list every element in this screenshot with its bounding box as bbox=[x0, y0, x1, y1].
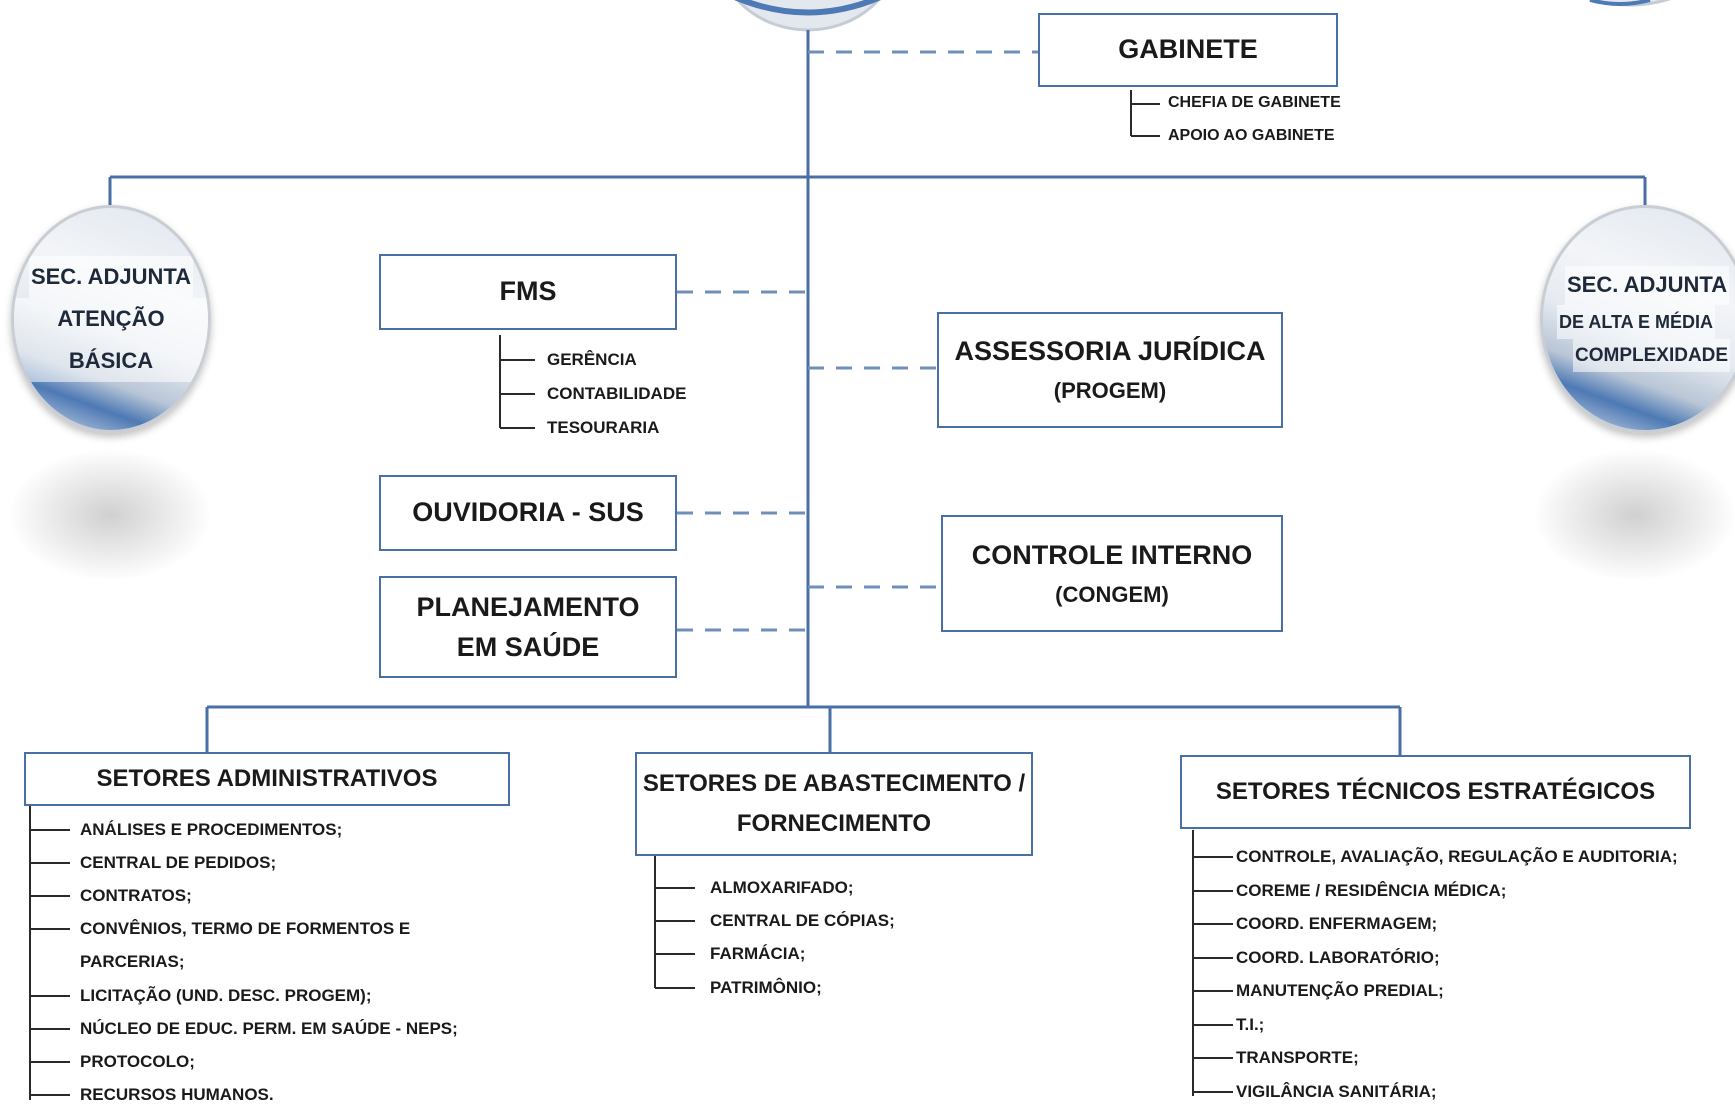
controle-title: CONTROLE INTERNO bbox=[971, 539, 1253, 570]
setores-tec-item-8: VIGILÂNCIA SANITÁRIA; bbox=[1236, 1082, 1437, 1101]
setores-adm-item-7: NÚCLEO DE EDUC. PERM. EM SAÚDE - NEPS; bbox=[80, 1019, 458, 1038]
setores-abast-line2: FORNECIMENTO bbox=[736, 810, 932, 837]
setores-abast-item-2: CENTRAL DE CÓPIAS; bbox=[710, 911, 895, 930]
setores-tec-item-6: T.I.; bbox=[1236, 1015, 1265, 1034]
setores-adm-title: SETORES ADMINISTRATIVOS bbox=[96, 765, 438, 793]
bracket-lines bbox=[29, 90, 1233, 1100]
setores-adm-item-8: PROTOCOLO; bbox=[80, 1052, 195, 1071]
setores-abast-item-1: ALMOXARIFADO; bbox=[710, 878, 854, 897]
setores-abast-box: SETORES DE ABASTECIMENTO / FORNECIMENTO bbox=[635, 752, 1033, 856]
setores-tec-item-7: TRANSPORTE; bbox=[1236, 1048, 1359, 1067]
sec-basica-shadow bbox=[10, 450, 210, 580]
sec-alta-line3: COMPLEXIDADE bbox=[1573, 338, 1731, 372]
setores-tec-item-1: CONTROLE, AVALIAÇÃO, REGULAÇÃO E AUDITOR… bbox=[1236, 847, 1678, 866]
fms-title: FMS bbox=[499, 276, 557, 307]
sec-alta-line1: SEC. ADJUNTA bbox=[1565, 266, 1730, 305]
setores-adm-item-4: CONVÊNIOS, TERMO DE FORMENTOS E bbox=[80, 919, 411, 938]
setores-tec-item-2: COREME / RESIDÊNCIA MÉDICA; bbox=[1236, 881, 1507, 900]
setores-adm-item-6: LICITAÇÃO (UND. DESC. PROGEM); bbox=[80, 986, 372, 1005]
assessoria-title: ASSESSORIA JURÍDICA bbox=[954, 336, 1266, 367]
setores-abast-item-4: PATRIMÔNIO; bbox=[710, 978, 822, 997]
controle-subtitle: (CONGEM) bbox=[1055, 581, 1169, 607]
sec-basica-circle: SEC. ADJUNTA ATENÇÃO BÁSICA bbox=[11, 205, 211, 433]
setores-tec-box: SETORES TÉCNICOS ESTRATÉGICOS bbox=[1180, 755, 1691, 829]
setores-adm-box: SETORES ADMINISTRATIVOS bbox=[24, 752, 510, 806]
setores-adm-item-1: ANÁLISES E PROCEDIMENTOS; bbox=[80, 820, 343, 839]
setores-tec-item-3: COORD. ENFERMAGEM; bbox=[1236, 914, 1438, 933]
assessoria-subtitle: (PROGEM) bbox=[1053, 378, 1167, 404]
ouvidoria-box: OUVIDORIA - SUS bbox=[379, 475, 677, 551]
setores-abast-line1: SETORES DE ABASTECIMENTO / bbox=[642, 770, 1026, 798]
solid-connectors bbox=[108, 30, 1647, 755]
sec-alta-shadow bbox=[1535, 450, 1735, 580]
setores-adm-item-5: PARCERIAS; bbox=[80, 952, 185, 971]
dashed-connectors bbox=[677, 50, 1038, 632]
ouvidoria-title: OUVIDORIA - SUS bbox=[412, 497, 644, 528]
fms-item-3: TESOURARIA bbox=[547, 418, 660, 437]
sec-basica-line2: ATENÇÃO BÁSICA bbox=[14, 298, 208, 382]
planejamento-box: PLANEJAMENTO EM SAÚDE bbox=[379, 576, 677, 678]
setores-adm-item-3: CONTRATOS; bbox=[80, 886, 192, 905]
setores-tec-item-4: COORD. LABORATÓRIO; bbox=[1236, 948, 1440, 967]
setores-abast-item-3: FARMÁCIA; bbox=[710, 944, 806, 963]
sec-alta-line2: DE ALTA E MÉDIA bbox=[1557, 304, 1715, 339]
gabinete-item-2: APOIO AO GABINETE bbox=[1168, 127, 1335, 144]
gabinete-box: GABINETE bbox=[1038, 13, 1338, 87]
sec-basica-line1: SEC. ADJUNTA bbox=[28, 256, 194, 299]
fms-item-1: GERÊNCIA bbox=[547, 350, 637, 369]
sec-alta-circle: SEC. ADJUNTA DE ALTA E MÉDIA COMPLEXIDAD… bbox=[1540, 205, 1735, 433]
setores-tec-item-5: MANUTENÇÃO PREDIAL; bbox=[1236, 981, 1444, 1000]
gabinete-title: GABINETE bbox=[1118, 34, 1258, 65]
assessoria-box: ASSESSORIA JURÍDICA (PROGEM) bbox=[937, 312, 1283, 428]
setores-tec-title: SETORES TÉCNICOS ESTRATÉGICOS bbox=[1215, 778, 1656, 806]
setores-adm-item-9: RECURSOS HUMANOS. bbox=[80, 1085, 274, 1104]
fms-box: FMS bbox=[379, 254, 677, 330]
controle-box: CONTROLE INTERNO (CONGEM) bbox=[941, 515, 1283, 632]
planejamento-line1: PLANEJAMENTO bbox=[416, 591, 640, 622]
setores-adm-item-2: CENTRAL DE PEDIDOS; bbox=[80, 853, 277, 872]
fms-item-2: CONTABILIDADE bbox=[547, 384, 687, 403]
gabinete-item-1: CHEFIA DE GABINETE bbox=[1168, 94, 1341, 111]
planejamento-line2: EM SAÚDE bbox=[456, 632, 600, 662]
